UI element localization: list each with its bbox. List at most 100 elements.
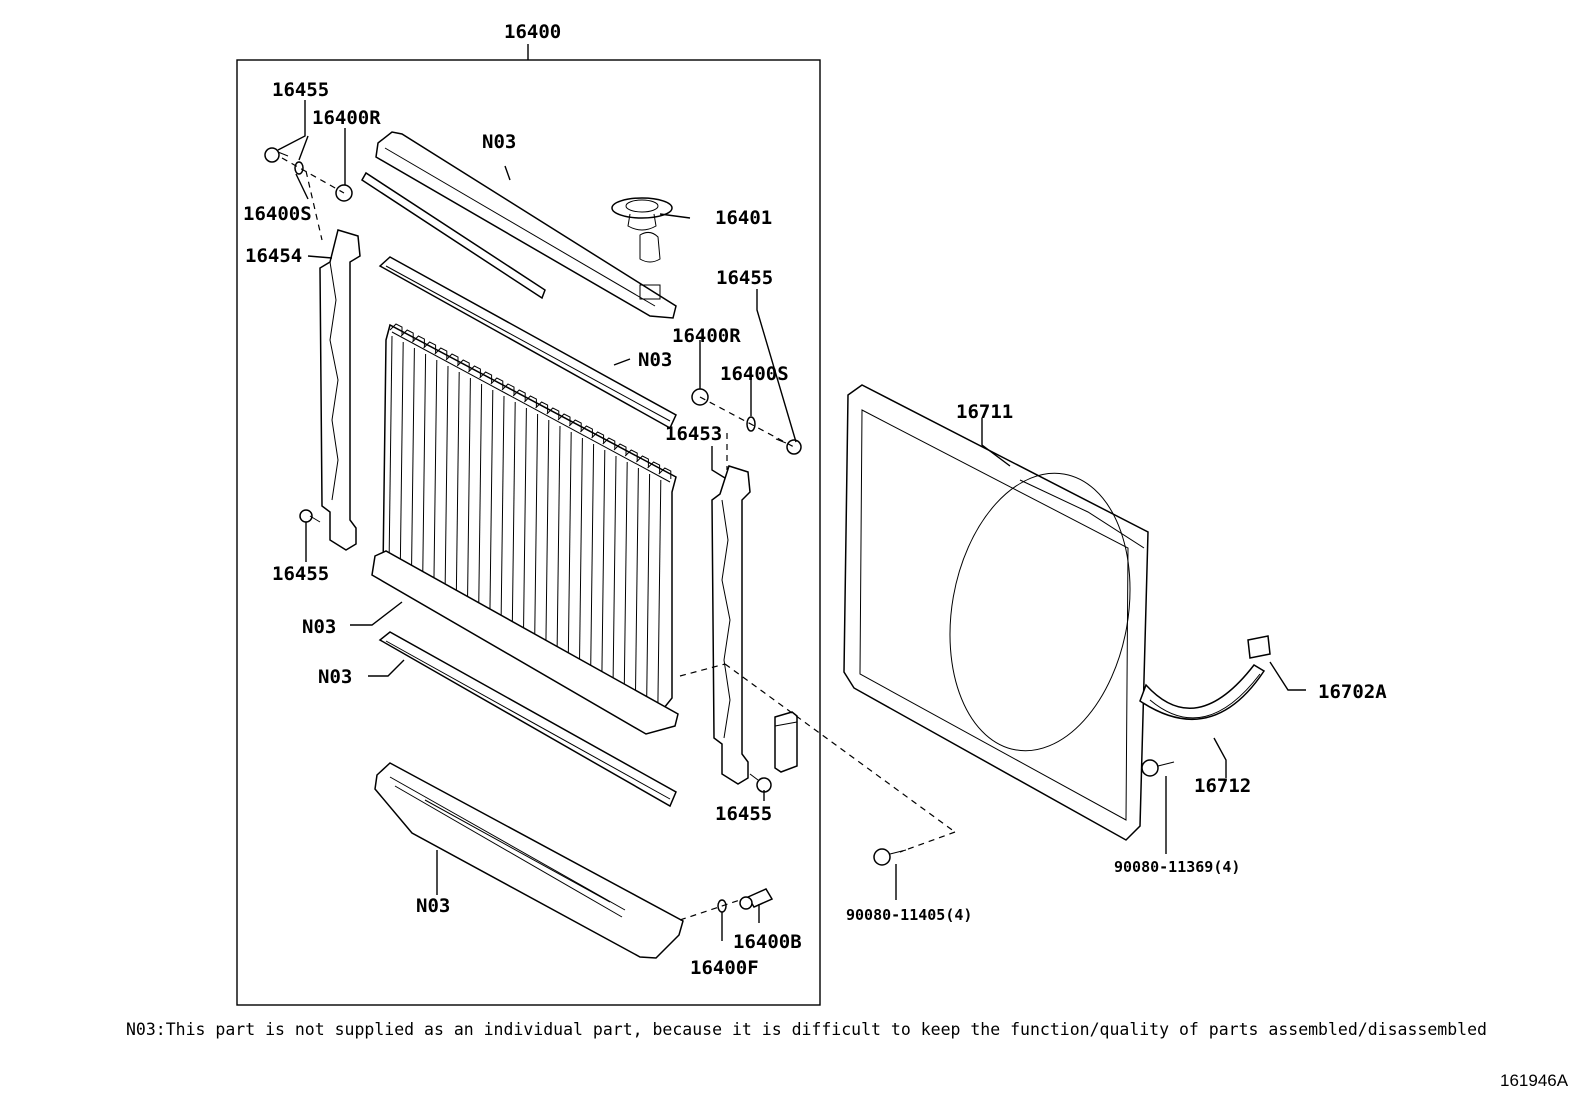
core-fin-line	[522, 407, 527, 641]
label-16400s-right: 16400S	[720, 363, 789, 385]
core-fin-line	[433, 359, 438, 593]
core-fin-tab	[479, 371, 493, 383]
bolt-icon-90080-11405	[873, 848, 907, 866]
upper-tank-part	[375, 131, 677, 319]
core-fin-line	[590, 443, 595, 677]
core-fin-line	[578, 437, 583, 671]
radiator-core-part	[371, 323, 679, 735]
core-fin-line	[556, 425, 561, 659]
core-fin-tab	[557, 413, 571, 425]
core-fin-tab	[624, 449, 638, 461]
foam-block-part	[774, 711, 798, 773]
left-bracket-part	[319, 229, 361, 551]
bolt-icon-90080-11369	[1141, 759, 1175, 777]
core-fin-tab	[535, 401, 549, 413]
core-fin-tab	[580, 425, 593, 437]
core-fin-line	[455, 371, 460, 605]
core-fin-tab	[400, 329, 414, 341]
label-16453: 16453	[665, 423, 722, 445]
core-fin-tab	[602, 437, 616, 449]
core-fin-line	[478, 383, 483, 617]
label-16702a: 16702A	[1318, 681, 1387, 703]
lower-tank-part	[374, 762, 684, 959]
core-fin-tab	[636, 455, 649, 467]
lower-gasket-ring	[378, 631, 677, 808]
label-16712: 16712	[1194, 775, 1251, 797]
core-fin-tab	[613, 443, 627, 455]
label-16400b: 16400B	[733, 931, 802, 953]
core-fin-line	[466, 377, 471, 611]
core-fin-tab	[524, 395, 537, 407]
upper-gasket-ring	[378, 256, 677, 430]
label-16455-left: 16455	[272, 563, 329, 585]
core-fin-tab	[658, 467, 672, 479]
core-fin-line	[634, 467, 639, 701]
core-fin-line	[422, 353, 427, 587]
label-16400f: 16400F	[690, 957, 759, 979]
oring-icon-top-left	[294, 161, 304, 175]
core-fin-line	[399, 341, 404, 575]
core-fin-tab	[389, 323, 403, 335]
label-16400: 16400	[504, 21, 561, 43]
clip-16702a-icon	[1247, 635, 1271, 659]
core-fin-tab	[591, 431, 605, 443]
core-fin-tab	[445, 353, 459, 365]
label-16400s-left: 16400S	[243, 203, 312, 225]
label-16454: 16454	[245, 245, 302, 267]
core-fin-tab	[412, 335, 425, 347]
core-fin-tab	[423, 341, 437, 353]
core-fin-line	[410, 347, 415, 581]
label-n03-upper-tank: N03	[482, 131, 516, 153]
core-fin-line	[388, 335, 393, 569]
core-fin-line	[623, 461, 628, 695]
core-fin-line	[511, 401, 516, 635]
bolt-icon-top-left	[264, 147, 289, 163]
core-fin-tab	[468, 365, 481, 377]
bolt-icon-bottom	[749, 773, 772, 793]
label-16455-right: 16455	[716, 267, 773, 289]
diagram-code: 161946A	[1500, 1071, 1569, 1090]
fan-shroud-part	[843, 384, 1149, 841]
core-fin-line	[489, 389, 494, 623]
label-n03-upper-gasket: N03	[638, 349, 672, 371]
core-fin-tab	[647, 461, 661, 473]
label-16401: 16401	[715, 207, 772, 229]
dashed-guide-lines	[281, 157, 956, 921]
label-90080-11405: 90080-11405(4)	[846, 906, 972, 924]
footnote-n03: N03:This part is not supplied as an indi…	[126, 1020, 1487, 1039]
core-fin-tab	[568, 419, 582, 431]
core-fin-tab	[512, 389, 526, 401]
label-16711: 16711	[956, 401, 1013, 423]
right-bracket-part	[711, 465, 751, 785]
leader-lines	[277, 100, 1306, 941]
bolt-icon-right	[775, 438, 802, 455]
core-fin-line	[534, 413, 539, 647]
core-fin-line	[657, 479, 662, 713]
assembly-frame	[236, 44, 821, 1006]
label-n03-core: N03	[302, 616, 336, 638]
label-n03-lower-gasket: N03	[318, 666, 352, 688]
core-fin-line	[612, 455, 617, 689]
upper-seal-strip	[360, 171, 546, 300]
core-fin-line	[545, 419, 550, 653]
core-fin-line	[567, 431, 572, 665]
label-16400r-left: 16400R	[312, 107, 381, 129]
label-16455-top: 16455	[272, 79, 329, 101]
core-fin-tab	[434, 347, 448, 359]
radiator-cap-icon	[611, 197, 673, 231]
lower-shroud-part	[1139, 664, 1266, 721]
label-90080-11369: 90080-11369(4)	[1114, 858, 1240, 876]
drain-plug-icon	[739, 888, 774, 910]
core-fin-tab	[546, 407, 560, 419]
core-fin-tab	[501, 383, 515, 395]
core-fin-tab	[490, 377, 504, 389]
core-fin-line	[646, 473, 651, 707]
label-n03-lower-tank: N03	[416, 895, 450, 917]
label-16455-bottom: 16455	[715, 803, 772, 825]
core-fin-tab	[456, 359, 470, 371]
bolt-icon-left	[299, 509, 321, 523]
core-fin-line	[500, 395, 505, 629]
core-fin-line	[444, 365, 449, 599]
label-16400r-right: 16400R	[672, 325, 741, 347]
